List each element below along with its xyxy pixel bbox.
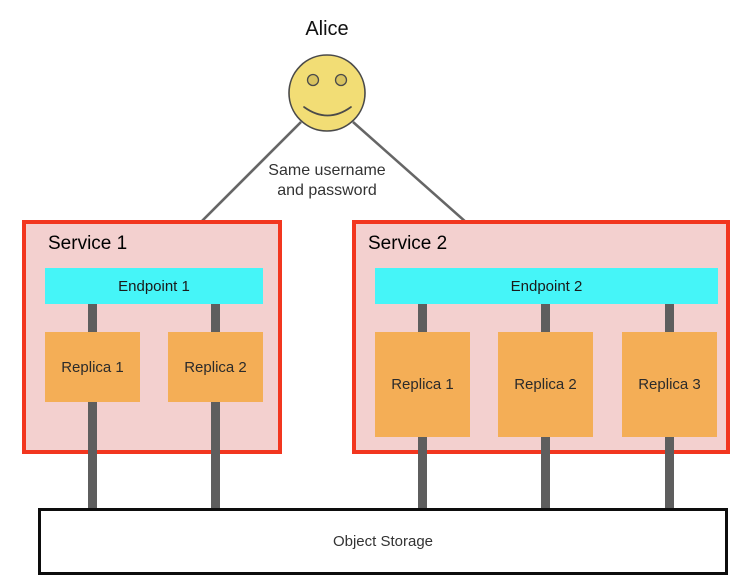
service-1-replica-2-box: Replica 2 (168, 332, 263, 402)
service-2-label: Service 2 (368, 233, 448, 254)
service-1-label: Service 1 (48, 233, 128, 254)
service-2-replica-3-box: Replica 3 (622, 332, 717, 437)
endpoint-2-bar: Endpoint 2 (375, 268, 718, 304)
connector-line (211, 302, 220, 510)
annotation-line-1: Same username (268, 162, 386, 179)
actor-face-icon (288, 54, 366, 132)
service-1-replica-1-box: Replica 1 (45, 332, 140, 402)
object-storage-box: Object Storage (38, 508, 728, 575)
object-storage-label: Object Storage (332, 533, 434, 550)
credentials-annotation: Same username and password (227, 161, 427, 201)
connector-line (88, 302, 97, 510)
service-2-replica-2-box: Replica 2 (498, 332, 593, 437)
actor-label: Alice (305, 18, 349, 40)
service-2-replica-1-box: Replica 1 (375, 332, 470, 437)
annotation-line-2: and password (277, 182, 377, 199)
endpoint-1-bar: Endpoint 1 (45, 268, 263, 304)
